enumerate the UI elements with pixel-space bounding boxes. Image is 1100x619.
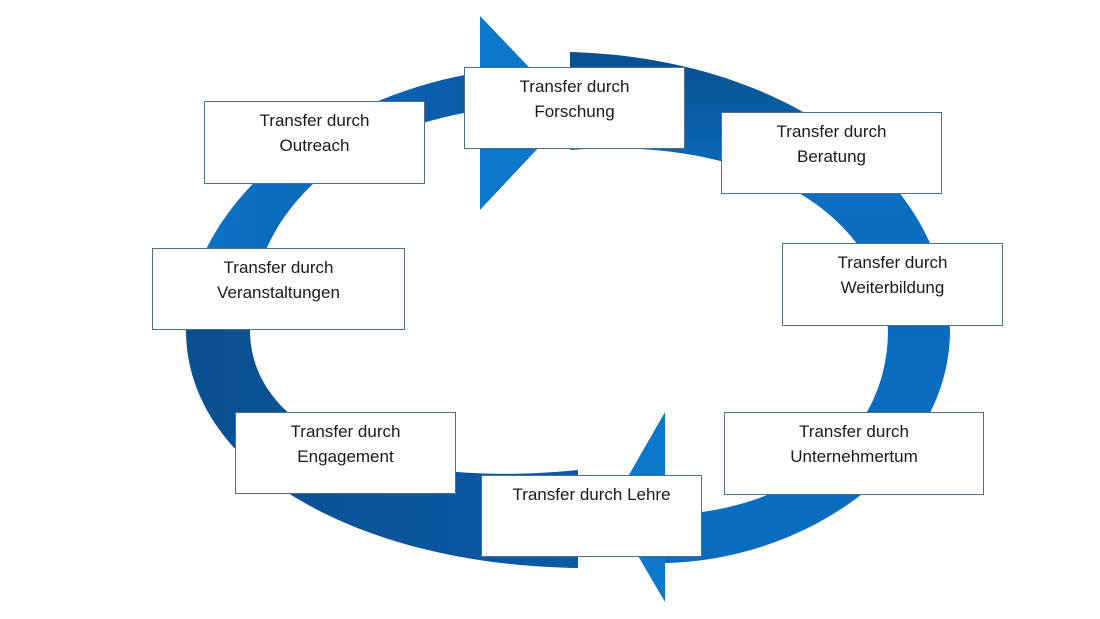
node-label: Transfer durch Outreach <box>259 111 370 155</box>
node-label: Transfer durch Engagement <box>290 422 401 466</box>
arc-bottom-left <box>186 330 578 568</box>
node-label: Transfer durch Lehre <box>512 485 671 504</box>
node-label: Transfer durch Beratung <box>776 122 887 166</box>
node-label: Transfer durch Veranstaltungen <box>217 258 340 302</box>
node-transfer-lehre: Transfer durch Lehre <box>481 475 702 557</box>
node-transfer-weiterbildung: Transfer durch Weiterbildung <box>782 243 1003 326</box>
node-transfer-veranstaltungen: Transfer durch Veranstaltungen <box>152 248 405 330</box>
node-transfer-forschung: Transfer durch Forschung <box>464 67 685 149</box>
node-transfer-unternehmertum: Transfer durch Unternehmertum <box>724 412 984 495</box>
node-label: Transfer durch Unternehmertum <box>790 422 918 466</box>
node-label: Transfer durch Forschung <box>519 77 630 121</box>
node-transfer-outreach: Transfer durch Outreach <box>204 101 425 184</box>
node-label: Transfer durch Weiterbildung <box>837 253 948 297</box>
node-transfer-beratung: Transfer durch Beratung <box>721 112 942 194</box>
node-transfer-engagement: Transfer durch Engagement <box>235 412 456 494</box>
